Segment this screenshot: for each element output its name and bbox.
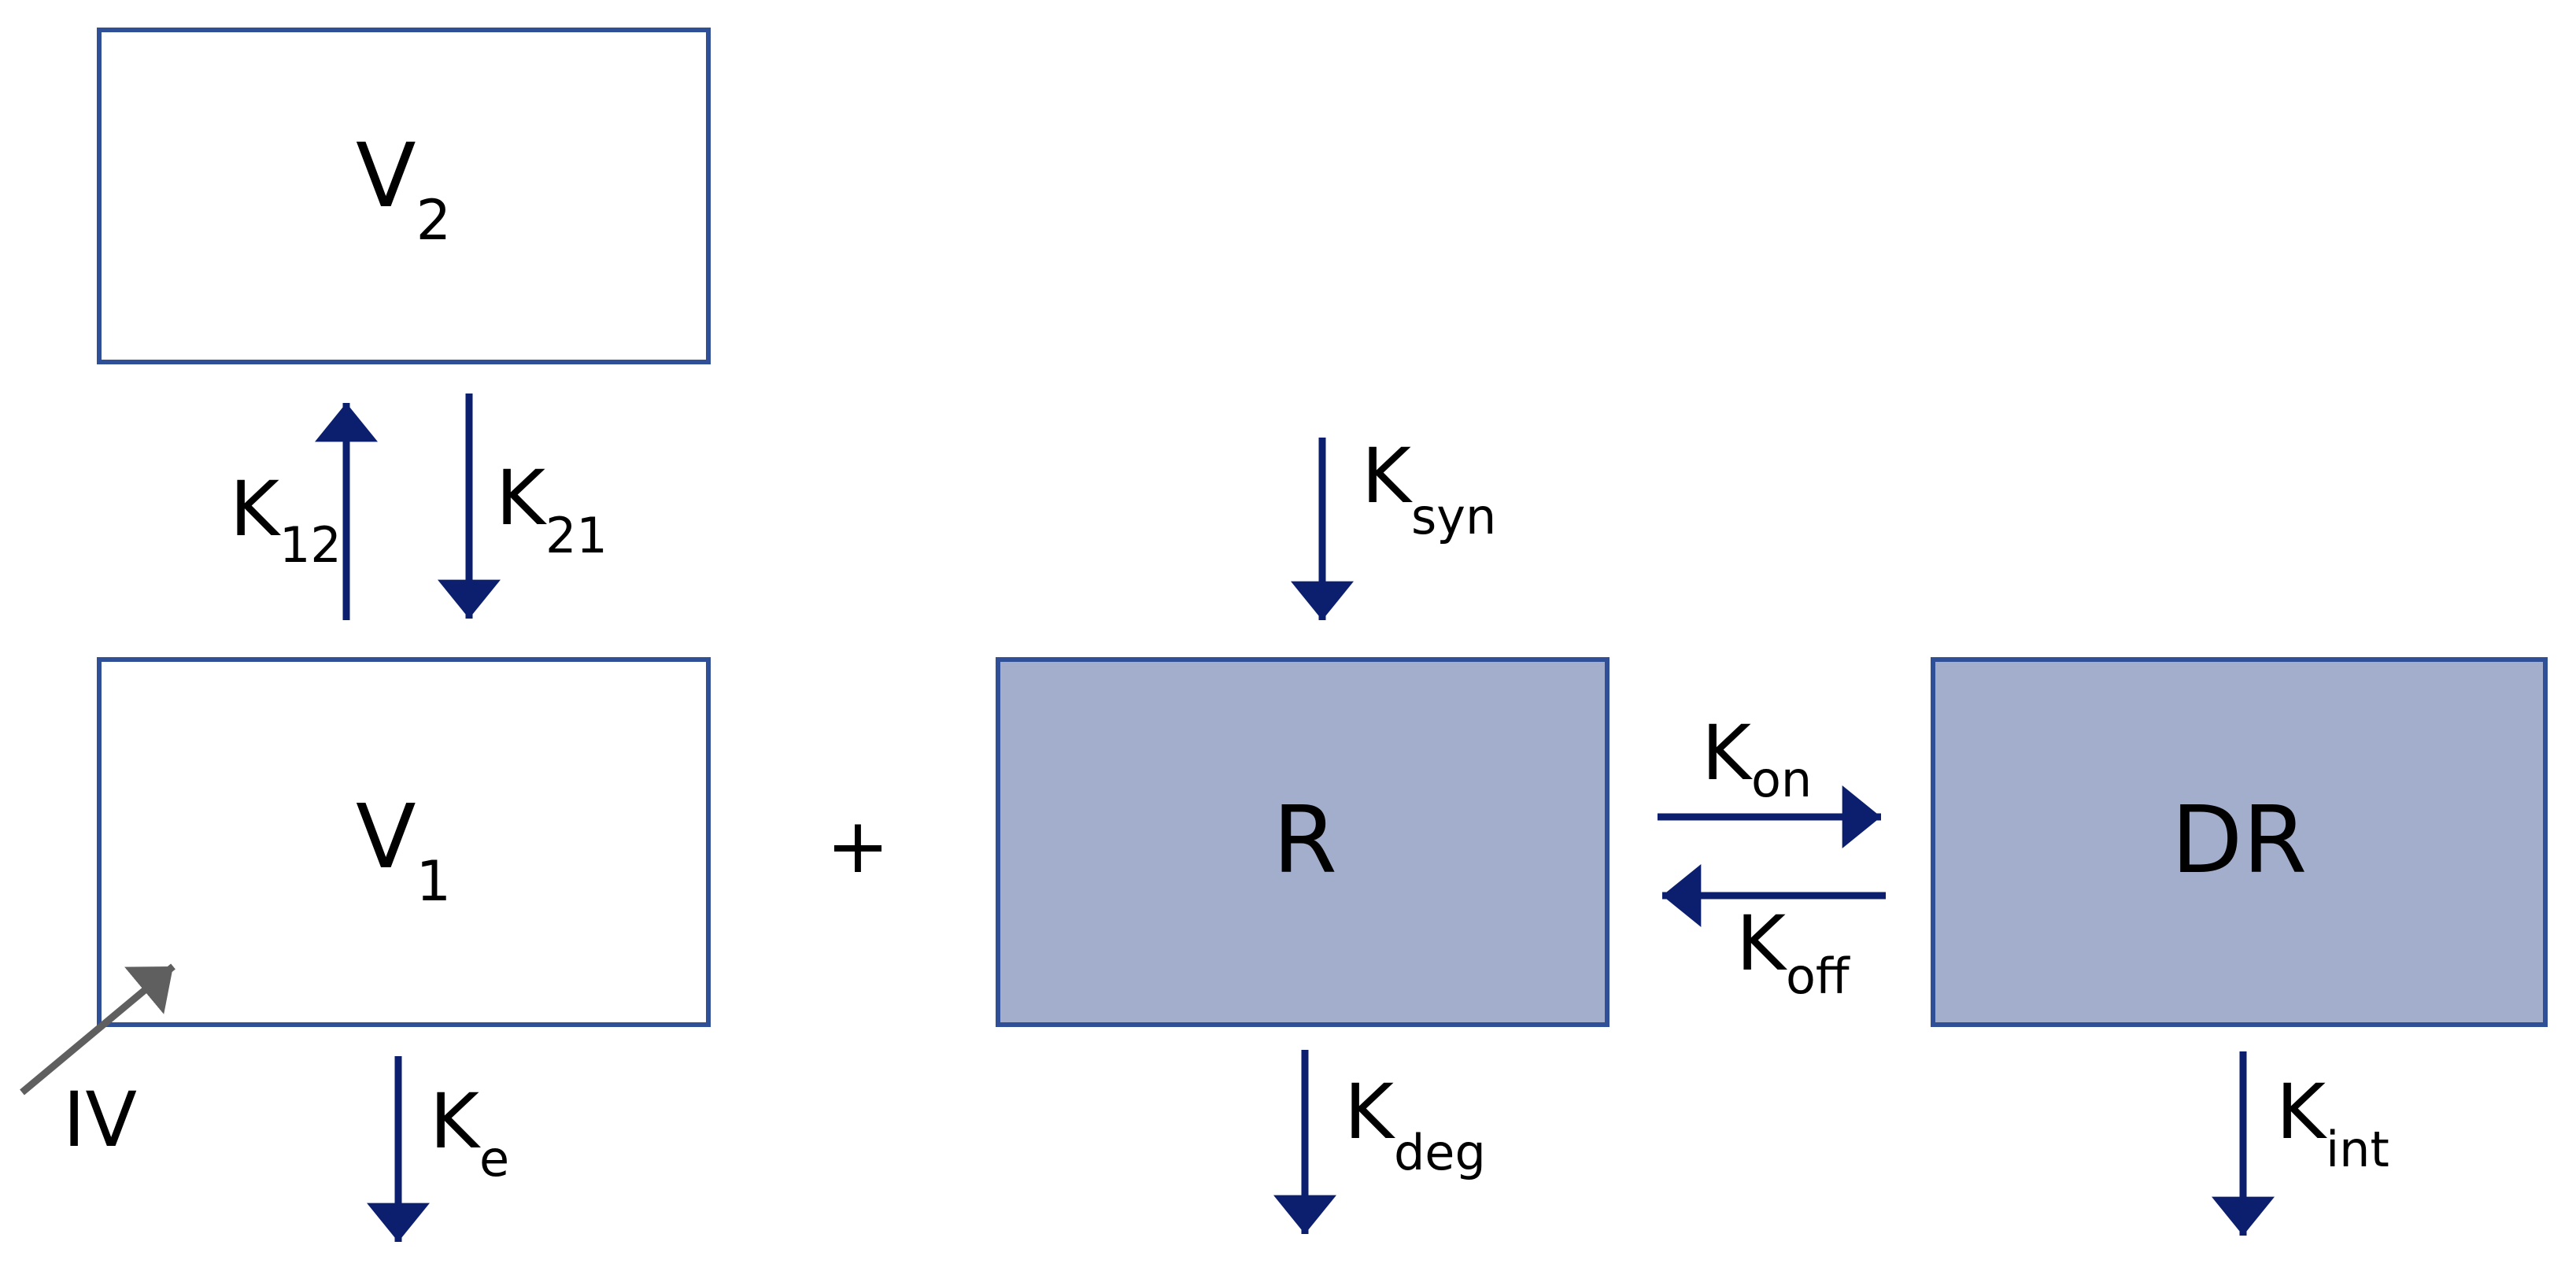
dr-label: DR [2171, 785, 2308, 894]
v1-label: V1 [356, 786, 451, 914]
iv-dose-arrow [20, 963, 176, 1095]
koff-label: Koff [1736, 900, 1850, 1005]
receptor-compartment-box [996, 657, 1610, 1027]
drug-receptor-complex-box [1931, 657, 2548, 1027]
k12-label: K12 [230, 465, 342, 574]
iv-label: IV [63, 1076, 137, 1164]
v1-compartment-box [97, 657, 711, 1027]
kon-label: Kon [1702, 709, 1812, 808]
r-label: R [1273, 785, 1337, 894]
kint-label: Kint [2276, 1068, 2389, 1178]
k21-label: K21 [496, 454, 608, 564]
ke-label: Ke [430, 1077, 509, 1188]
v2-compartment-box [97, 28, 711, 364]
plus-operator: + [826, 802, 889, 890]
ksyn-label: Ksyn [1362, 432, 1496, 545]
v2-label: V2 [356, 125, 451, 253]
kdeg-label: Kdeg [1344, 1068, 1486, 1181]
